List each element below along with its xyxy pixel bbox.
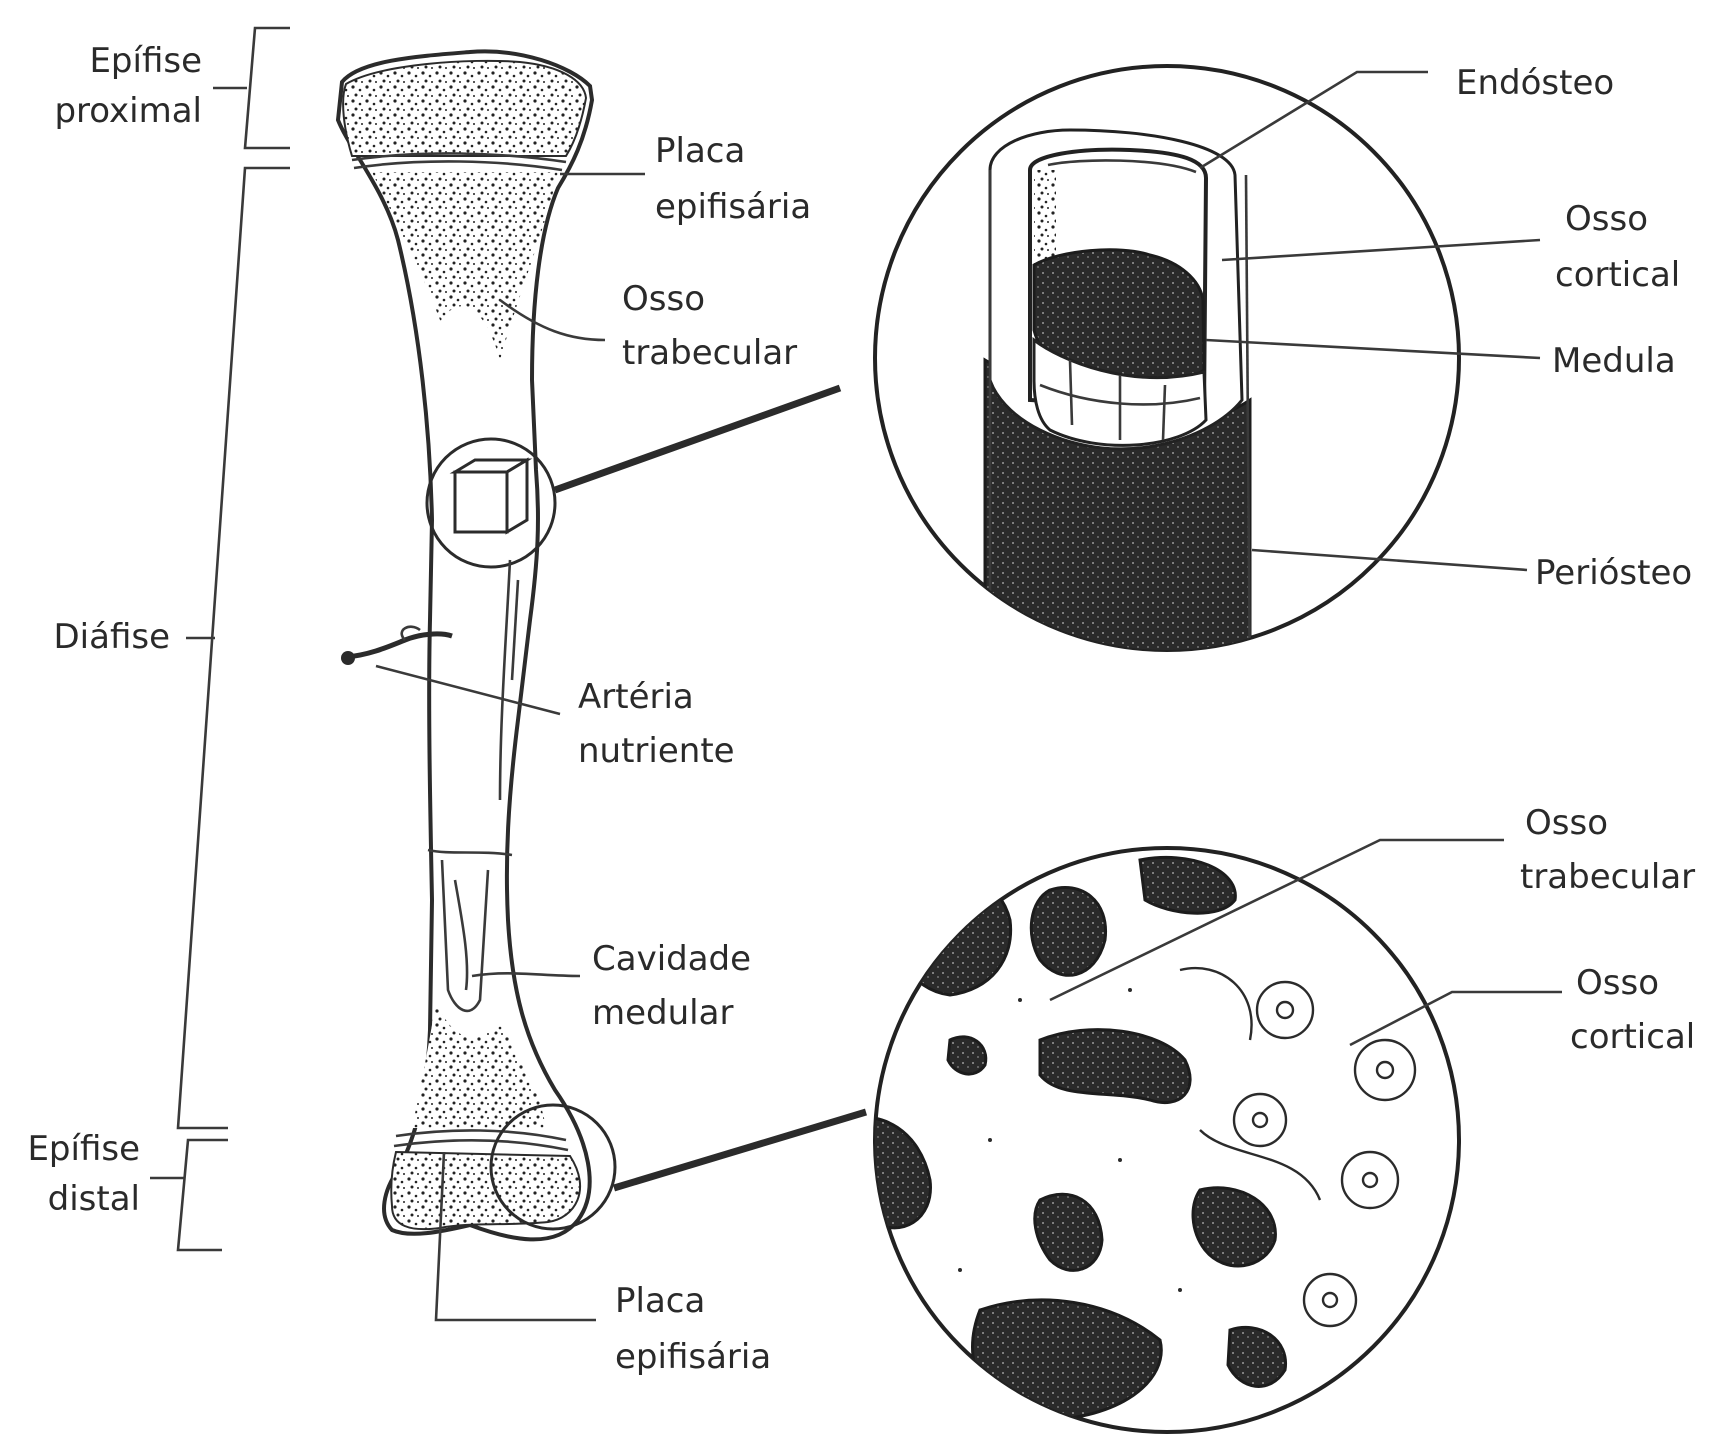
bracket-diafise bbox=[178, 168, 290, 1128]
label-osso-cortical-top-2: cortical bbox=[1555, 255, 1680, 295]
label-osso-cortical-bottom-1: Osso bbox=[1576, 963, 1659, 1003]
zoom-connector-bottom bbox=[614, 1112, 866, 1188]
label-cavidade-medular-2: medular bbox=[592, 993, 733, 1033]
magnified-trabecular-circle bbox=[845, 848, 1459, 1432]
label-osso-trabecular-left-2: trabecular bbox=[622, 333, 797, 373]
label-osso-trabecular-right-2: trabecular bbox=[1520, 857, 1695, 897]
magnified-shaft-circle bbox=[875, 66, 1459, 700]
label-medula: Medula bbox=[1552, 341, 1676, 381]
label-placa-epifisaria-top-1: Placa bbox=[655, 131, 745, 171]
label-osso-trabecular-left-1: Osso bbox=[622, 279, 705, 319]
label-osso-cortical-bottom-2: cortical bbox=[1570, 1017, 1695, 1057]
label-endosteo: Endósteo bbox=[1456, 63, 1614, 103]
label-arteria-nutriente-2: nutriente bbox=[578, 731, 735, 771]
label-osso-cortical-top-1: Osso bbox=[1565, 199, 1648, 239]
label-placa-epifisaria-top-2: epifisária bbox=[655, 187, 811, 227]
bracket-epifise-proximal bbox=[213, 28, 290, 148]
label-epifise-proximal-1: Epífise bbox=[89, 41, 202, 81]
label-placa-epifisaria-bottom-2: epifisária bbox=[615, 1337, 771, 1377]
label-epifise-distal-2: distal bbox=[48, 1179, 140, 1219]
bracket-epifise-distal bbox=[150, 1140, 228, 1250]
label-osso-trabecular-right-1: Osso bbox=[1525, 803, 1608, 843]
long-bone bbox=[338, 51, 615, 1239]
shaft-cutout bbox=[455, 460, 527, 532]
label-periosteo: Periósteo bbox=[1535, 553, 1692, 593]
label-epifise-distal-1: Epífise bbox=[27, 1129, 140, 1169]
label-epifise-proximal-2: proximal bbox=[54, 91, 202, 131]
label-diafise: Diáfise bbox=[53, 617, 170, 657]
label-placa-epifisaria-bottom-1: Placa bbox=[615, 1281, 705, 1321]
label-arteria-nutriente-1: Artéria bbox=[578, 677, 694, 717]
label-cavidade-medular-1: Cavidade bbox=[592, 939, 751, 979]
zoom-connector-top bbox=[555, 388, 840, 490]
